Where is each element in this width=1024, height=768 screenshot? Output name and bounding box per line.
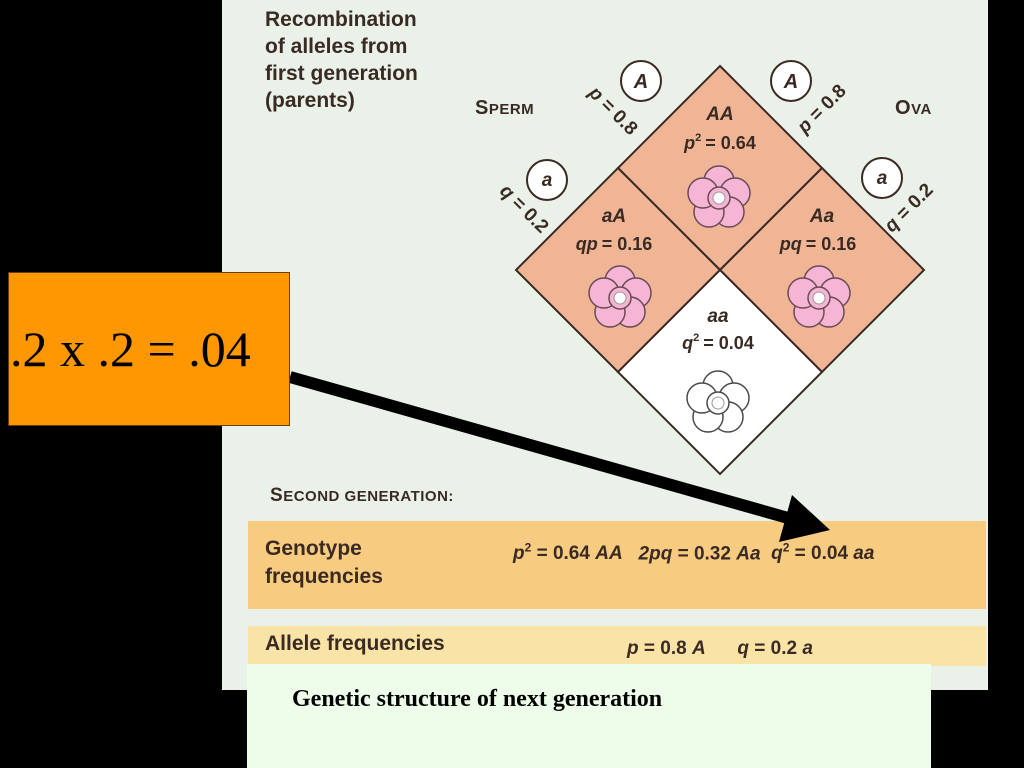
- cell-aa-genotype: aa: [707, 306, 729, 327]
- svg-text:A: A: [633, 71, 648, 93]
- allele-value-q: q = 0.2 a: [737, 638, 813, 659]
- allele-circle-sperm-a: a: [526, 159, 568, 201]
- allele-frequency-values: p = 0.8 A q = 0.2 a: [627, 638, 813, 660]
- svg-text:a: a: [877, 168, 888, 189]
- genotype-frequency-values: p2 = 0.64 AA 2pq = 0.32 Aa q2 = 0.04 aa: [513, 541, 874, 565]
- second-generation-title: SECOND GENERATION:: [270, 485, 454, 507]
- cell-aA-frequency: qp= 0.16: [576, 234, 653, 254]
- allele-value-p: p = 0.8 A: [627, 638, 706, 659]
- svg-text:a: a: [542, 170, 553, 191]
- cell-Aa-frequency: pq= 0.16: [779, 234, 857, 254]
- allele-circle-sperm-A: A: [620, 60, 662, 102]
- genotype-value-Aa: 2pq = 0.32 Aa: [638, 543, 761, 565]
- second-generation-title-initial: S: [270, 485, 284, 506]
- calculation-callout: [8, 272, 290, 426]
- genotype-frequencies-label: Genotype frequencies: [265, 535, 383, 591]
- cell-AA-frequency: p2= 0.64: [683, 132, 756, 153]
- ova-label: OVA: [895, 97, 932, 120]
- heading-line: first generation: [265, 62, 418, 85]
- cell-aa-frequency: q2= 0.04: [682, 332, 754, 353]
- second-generation-title-rest: ECOND GENERATION:: [283, 488, 454, 505]
- genotype-label-line: frequencies: [265, 565, 383, 588]
- genotype-value-AA: p2 = 0.64 AA: [513, 541, 623, 565]
- allele-frequency-band: [248, 626, 986, 666]
- genotype-frequency-band: [248, 521, 986, 609]
- recombination-heading: Recombination of alleles from first gene…: [265, 6, 418, 114]
- sperm-label-rest: PERM: [488, 101, 535, 118]
- heading-line: of alleles from: [265, 35, 408, 58]
- flower-icon-aa: [686, 370, 750, 433]
- flower-icon-Aa: [787, 265, 851, 328]
- heading-line: (parents): [265, 89, 355, 112]
- allele-circle-ova-A: A: [770, 60, 812, 102]
- flower-icon-aA: [588, 265, 652, 328]
- cell-AA-genotype: AA: [705, 104, 733, 125]
- sperm-label-initial: S: [475, 97, 489, 119]
- cell-aA-genotype: aA: [602, 206, 626, 227]
- arrow-line: [288, 371, 790, 524]
- svg-text:A: A: [783, 71, 798, 93]
- allele-frequencies-label: Allele frequencies: [265, 632, 445, 655]
- cell-Aa-genotype: Aa: [809, 206, 835, 227]
- flower-icon-AA: [687, 165, 751, 228]
- heading-line: Recombination: [265, 8, 417, 31]
- caption-box: [247, 664, 931, 768]
- genotype-label-line: Genotype: [265, 537, 362, 560]
- ova-label-rest: VA: [911, 101, 932, 118]
- allele-circle-ova-a: a: [861, 157, 903, 199]
- genotype-value-aa: q2 = 0.04 aa: [771, 541, 875, 565]
- sperm-label: SPERM: [475, 97, 534, 120]
- caption-text: Genetic structure of next generation: [292, 686, 663, 712]
- calculation-text: .2 x .2 = .04: [10, 321, 251, 377]
- ova-label-initial: O: [895, 97, 912, 119]
- arrow-head: [779, 495, 830, 542]
